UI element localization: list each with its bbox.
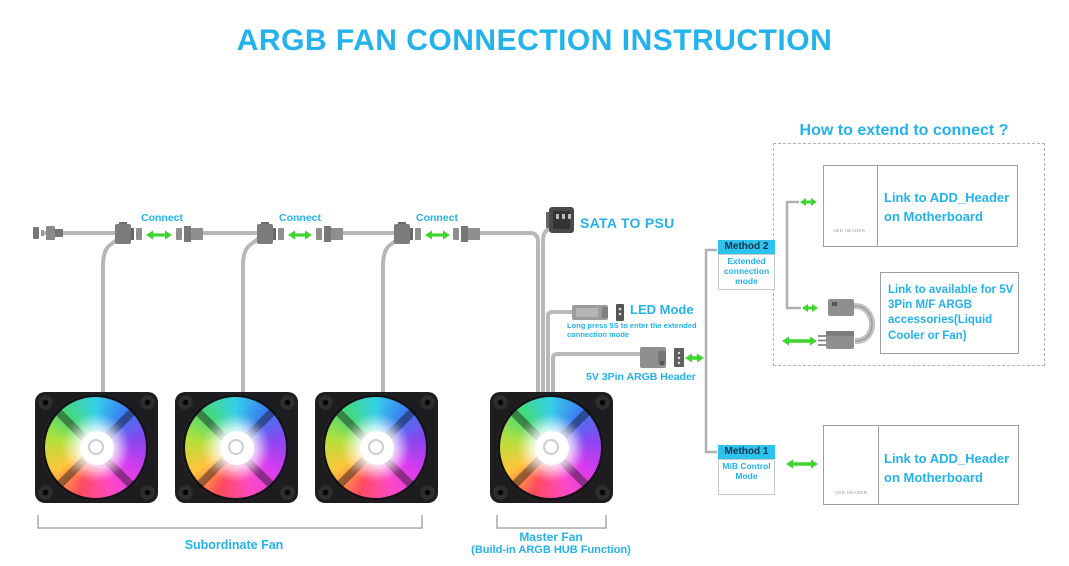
- led-mode-label: LED Mode: [630, 302, 694, 317]
- add-header-caption-top: ADD HEADER: [832, 228, 866, 233]
- box-divider: [878, 426, 879, 504]
- link-add-header-top-box: [823, 165, 1018, 247]
- box-divider: [877, 166, 878, 246]
- fan-screw: [493, 485, 508, 500]
- led-mode-connector: [572, 304, 624, 321]
- accessories-box: [880, 272, 1019, 354]
- method2-tab: Method 2: [718, 240, 775, 254]
- fan-hub: [79, 430, 114, 465]
- fan-screw: [595, 485, 610, 500]
- fan-hub: [219, 430, 254, 465]
- subordinate-fan-1: [35, 392, 158, 503]
- page-title: ARGB FAN CONNECTION INSTRUCTION: [236, 24, 833, 57]
- connect-label-2: Connect: [279, 212, 321, 224]
- link-add-header-top-text: Link to ADD_Header on Motherboard: [884, 190, 1010, 224]
- fan-screw: [420, 485, 435, 500]
- link-add-header-bottom-text: Link to ADD_Header on Motherboard: [884, 451, 1010, 485]
- subordinate-fan-label: Subordinate Fan: [184, 538, 284, 552]
- fan-screw: [493, 395, 508, 410]
- subordinate-fan-2: [175, 392, 298, 503]
- master-fan: [490, 392, 613, 503]
- junction-1-connectors: [115, 222, 203, 244]
- fan-screw: [178, 395, 193, 410]
- junction-3-connectors: [394, 222, 480, 244]
- led-mode-note: Long press 5S to enter the extended conn…: [567, 321, 697, 340]
- fan-screw: [140, 485, 155, 500]
- fan-screw: [38, 485, 53, 500]
- link-lines: [704, 200, 801, 454]
- connect-label-1: Connect: [141, 212, 183, 224]
- link-add-header-bottom-box: [823, 425, 1019, 505]
- fan-screw: [318, 395, 333, 410]
- sata-connector: [546, 207, 574, 233]
- fan-screw: [140, 395, 155, 410]
- mf-u-cable: [852, 303, 875, 345]
- sata-to-psu-label: SATA TO PSU: [580, 215, 675, 231]
- method2-mode: Extended connection mode: [718, 254, 775, 290]
- fan-hub: [534, 430, 569, 465]
- add-header-caption-bottom: ADD HEADER: [834, 490, 868, 495]
- fan-screw: [280, 485, 295, 500]
- fan-screw: [280, 395, 295, 410]
- method1-mode: M/B Control Mode: [718, 459, 775, 495]
- fan-screw: [595, 395, 610, 410]
- fan-screw: [318, 485, 333, 500]
- mf-connectors: [818, 299, 854, 349]
- master-fan-label-line2: (Build-in ARGB HUB Function): [471, 544, 631, 557]
- argb-header-label: 5V 3Pin ARGB Header: [586, 371, 696, 383]
- cables: [44, 223, 642, 392]
- green-arrows: [146, 198, 818, 469]
- master-fan-label-line1: Master Fan: [519, 530, 583, 544]
- extend-section-title: How to extend to connect ?: [799, 122, 1009, 139]
- master-fan-label: Master Fan (Build-in ARGB HUB Function): [451, 530, 651, 558]
- chain-terminator: [33, 226, 63, 240]
- subordinate-fan-3: [315, 392, 438, 503]
- link-accessories-text: Link to available for 5V 3Pin M/F ARGB a…: [888, 284, 1014, 342]
- fan-group-brackets: [37, 515, 607, 529]
- connect-label-3: Connect: [416, 212, 458, 224]
- method1-tab: Method 1: [718, 445, 775, 459]
- fan-screw: [178, 485, 193, 500]
- junction-2-connectors: [257, 222, 343, 244]
- fan-screw: [420, 395, 435, 410]
- fan-screw: [38, 395, 53, 410]
- argb-header-connector: [640, 347, 684, 368]
- fan-hub: [359, 430, 394, 465]
